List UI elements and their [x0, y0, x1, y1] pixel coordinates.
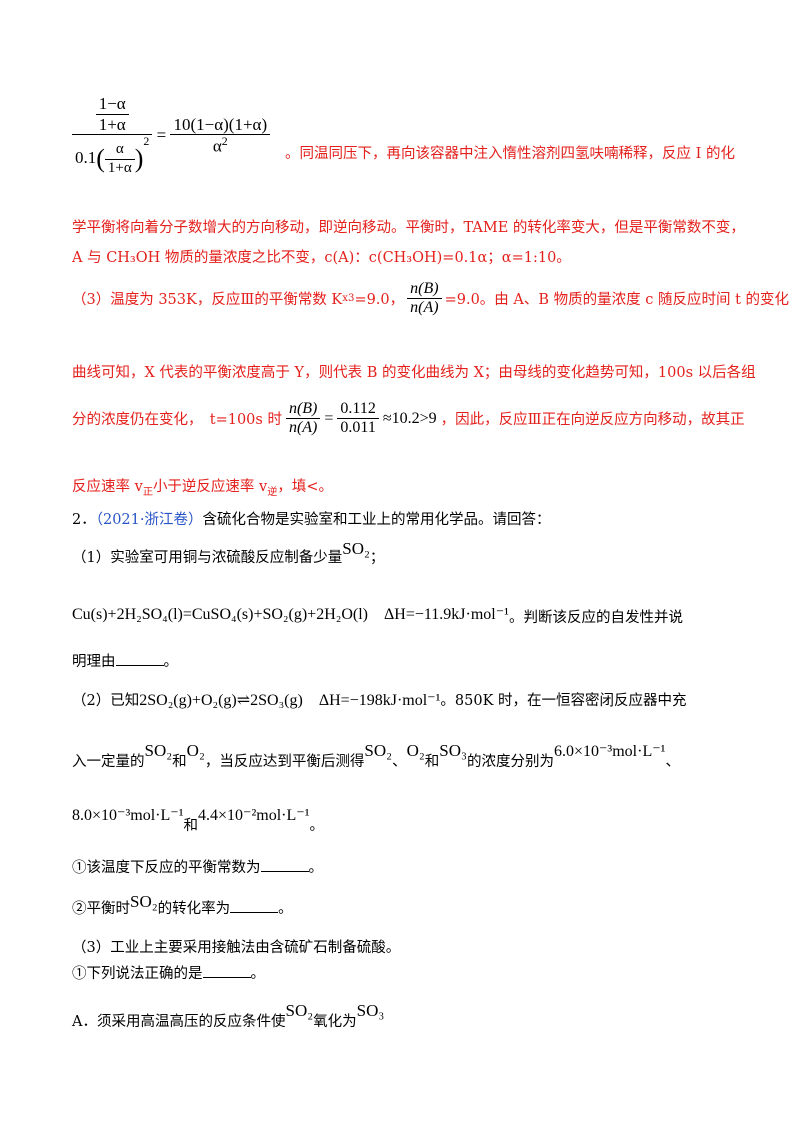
period-4: 。	[278, 901, 293, 917]
p3-q1-text: ①下列说法正确的是	[72, 966, 203, 982]
f1-rhs-num: 10(1−α)(1+α)	[173, 114, 268, 134]
so2-4: SO₂	[130, 892, 158, 911]
he-2: 和	[424, 754, 440, 770]
p2-line2-a: 入一定量的	[72, 754, 145, 770]
o2-1: O₂	[186, 741, 205, 760]
p3-frac-den: n(A)	[410, 299, 439, 317]
dun-1: 、	[392, 754, 407, 770]
q2-qa: ①该温度下反应的平衡常数为 。	[72, 856, 323, 877]
q2-header: 2．（2021·浙江卷）含硫化合物是实验室和工业上的常用化学品。请回答：	[72, 508, 551, 529]
p3-line4-sub1: 正	[142, 486, 153, 498]
q2-p1-text: （1）实验室可用铜与浓硫酸反应制备少量	[72, 550, 343, 566]
period-5: 。	[250, 966, 266, 982]
option-a: A．须采用高温高压的反应条件使SO₂氧化为SO₃	[72, 1000, 385, 1030]
p3-line3-a: 分的浓度仍在变化， t=100s 时	[72, 412, 282, 429]
period-3: 。	[308, 860, 324, 876]
p3-f2-eq: =	[324, 409, 334, 427]
so3-1: SO₃	[439, 741, 467, 760]
qb-a: ②平衡时	[72, 901, 130, 917]
q2-reason-line: 明理由 。	[72, 650, 178, 671]
q2-qb: ②平衡时SO₂的转化率为 。	[72, 891, 293, 917]
o2-2: O₂	[406, 741, 425, 760]
p2-a: （2）已知	[72, 693, 140, 709]
so3-2: SO₃	[356, 1001, 385, 1020]
answer-blank-1[interactable]	[115, 651, 164, 666]
so2-3: SO₂	[364, 741, 393, 760]
p3-f3-tail: ≈10.2>9	[382, 409, 437, 427]
q2-num: 2．	[72, 512, 96, 528]
answer-blank-3[interactable]	[230, 898, 279, 913]
opta-a: A．须采用高温高压的反应条件使	[72, 1014, 286, 1030]
qa-text: ①该温度下反应的平衡常数为	[72, 860, 261, 876]
so2-1: SO₂	[342, 539, 370, 558]
p3-frac-num: n(B)	[410, 280, 439, 297]
eq1: Cu(s)+2H₂SO₄(l)=CuSO₄(s)+SO₂(g)+2H₂O(l) …	[72, 606, 509, 623]
q2-intro: 含硫化合物是实验室和工业上的常用化学品。请回答：	[202, 512, 551, 528]
answer-blank-4[interactable]	[202, 963, 251, 978]
answer-blank-2[interactable]	[260, 857, 309, 872]
p3-line4-c: ，填<。	[277, 479, 334, 495]
sec1-line3: A 与 CH₃OH 物质的量浓度之比不变，c(A)：c(CH₃OH)=0.1α；…	[72, 250, 571, 266]
p3-sub: x3	[342, 293, 355, 305]
p3-line3-b: ，因此，反应Ⅲ正在向逆反应方向移动，故其正	[440, 412, 745, 429]
p3-f3-num: 0.112	[340, 400, 376, 417]
eq2: 2SO₂(g)+O₂(g)⇌2SO₃(g) ΔH=−198kJ·mol⁻¹	[139, 692, 441, 709]
q2-eq1-line: Cu(s)+2H₂SO₄(l)=CuSO₄(s)+SO₂(g)+2H₂O(l) …	[72, 600, 683, 626]
p2-b: 。850K 时，在一恒容密闭反应器中充	[440, 693, 687, 709]
sec1-line2: 学平衡将向着分子数增大的方向移动，即逆向移动。平衡时，TAME 的转化率变大，但…	[72, 220, 745, 236]
f1-inner-den: 1+α	[107, 159, 132, 176]
eq1-tail: 。判断该反应的自发性并说	[508, 610, 683, 626]
f1-top-num: 1−α	[98, 94, 126, 113]
q2-p3-q1: ①下列说法正确的是 。	[72, 962, 265, 983]
he-3: 和	[183, 818, 199, 834]
period-1: 。	[163, 654, 179, 670]
q2-semicolon: ；	[369, 550, 385, 566]
p3-f2-num: n(B)	[288, 400, 318, 417]
period-2: 。	[309, 818, 325, 834]
conc-3: 4.4×10⁻²mol·L⁻¹	[198, 807, 310, 824]
f1-low: 0.1	[75, 148, 97, 168]
f1-eq: =	[156, 125, 167, 145]
f1-rhs-den: α	[212, 136, 222, 156]
sec1-p3-line3: 分的浓度仍在变化， t=100s 时 n(B) n(A) = 0.112 0.011…	[72, 400, 745, 438]
f1-exp: 2	[143, 134, 150, 149]
q2-source: （2021·浙江卷）	[95, 512, 203, 528]
opta-b: 氧化为	[313, 1014, 357, 1030]
p2-line2-b: ，当反应达到平衡后测得	[204, 754, 365, 770]
f1-rhs-exp: 2	[221, 134, 228, 149]
f1-top-den: 1+α	[98, 114, 126, 134]
q2-p2-line1: （2）已知2SO₂(g)+O₂(g)⇌2SO₃(g) ΔH=−198kJ·mol…	[72, 686, 687, 710]
dun-2: 、	[665, 754, 680, 770]
p3-line4-b: 小于逆反应速率 v	[152, 479, 268, 495]
p3-c: =9.0。由 A、B 物质的量浓度 c 随反应时间 t 的变化	[444, 292, 790, 309]
sec1-line1: 。同温同压下，再向该容器中注入惰性溶剂四氢呋喃稀释，反应 I 的化	[285, 146, 735, 162]
p3-line4-a: 反应速率 v	[72, 479, 143, 495]
q2-p3-title: （3）工业上主要采用接触法由含硫矿石制备硫酸。	[72, 940, 401, 956]
p3-b: =9.0，	[354, 292, 405, 309]
q2-p2-line2: 入一定量的SO₂和O₂，当反应达到平衡后测得SO₂、O₂和SO₃的浓度分别为6.…	[72, 740, 680, 770]
f1-inner-num: α	[115, 141, 124, 158]
so2-5: SO₂	[285, 1001, 314, 1020]
conc-2: 8.0×10⁻³mol·L⁻¹	[72, 807, 184, 824]
q2-p2-line3: 8.0×10⁻³mol·L⁻¹和4.4×10⁻²mol·L⁻¹。	[72, 804, 324, 834]
p3-f2-den: n(A)	[288, 419, 318, 437]
so2-2: SO₂	[144, 741, 173, 760]
p3-a: （3）温度为 353K，反应Ⅲ的平衡常数 K	[72, 292, 343, 309]
reason-a: 明理由	[72, 654, 116, 670]
p3-line4-sub2: 逆	[267, 486, 278, 498]
sec1-p3-line2: 曲线可知，X 代表的平衡浓度高于 Y，则代表 B 的变化曲线为 X；由母线的变化…	[72, 365, 756, 381]
conc-1: 6.0×10⁻³mol·L⁻¹	[553, 743, 666, 760]
sec1-p3-line4: 反应速率 v正小于逆反应速率 v逆，填<。	[72, 475, 333, 498]
he-1: 和	[172, 754, 187, 770]
qb-b: 的转化率为	[157, 901, 231, 917]
q2-p1: （1）实验室可用铜与浓硫酸反应制备少量SO₂；	[72, 539, 385, 567]
p2-line2-c: 的浓度分别为	[466, 754, 554, 770]
p3-f3-den: 0.011	[340, 419, 376, 437]
